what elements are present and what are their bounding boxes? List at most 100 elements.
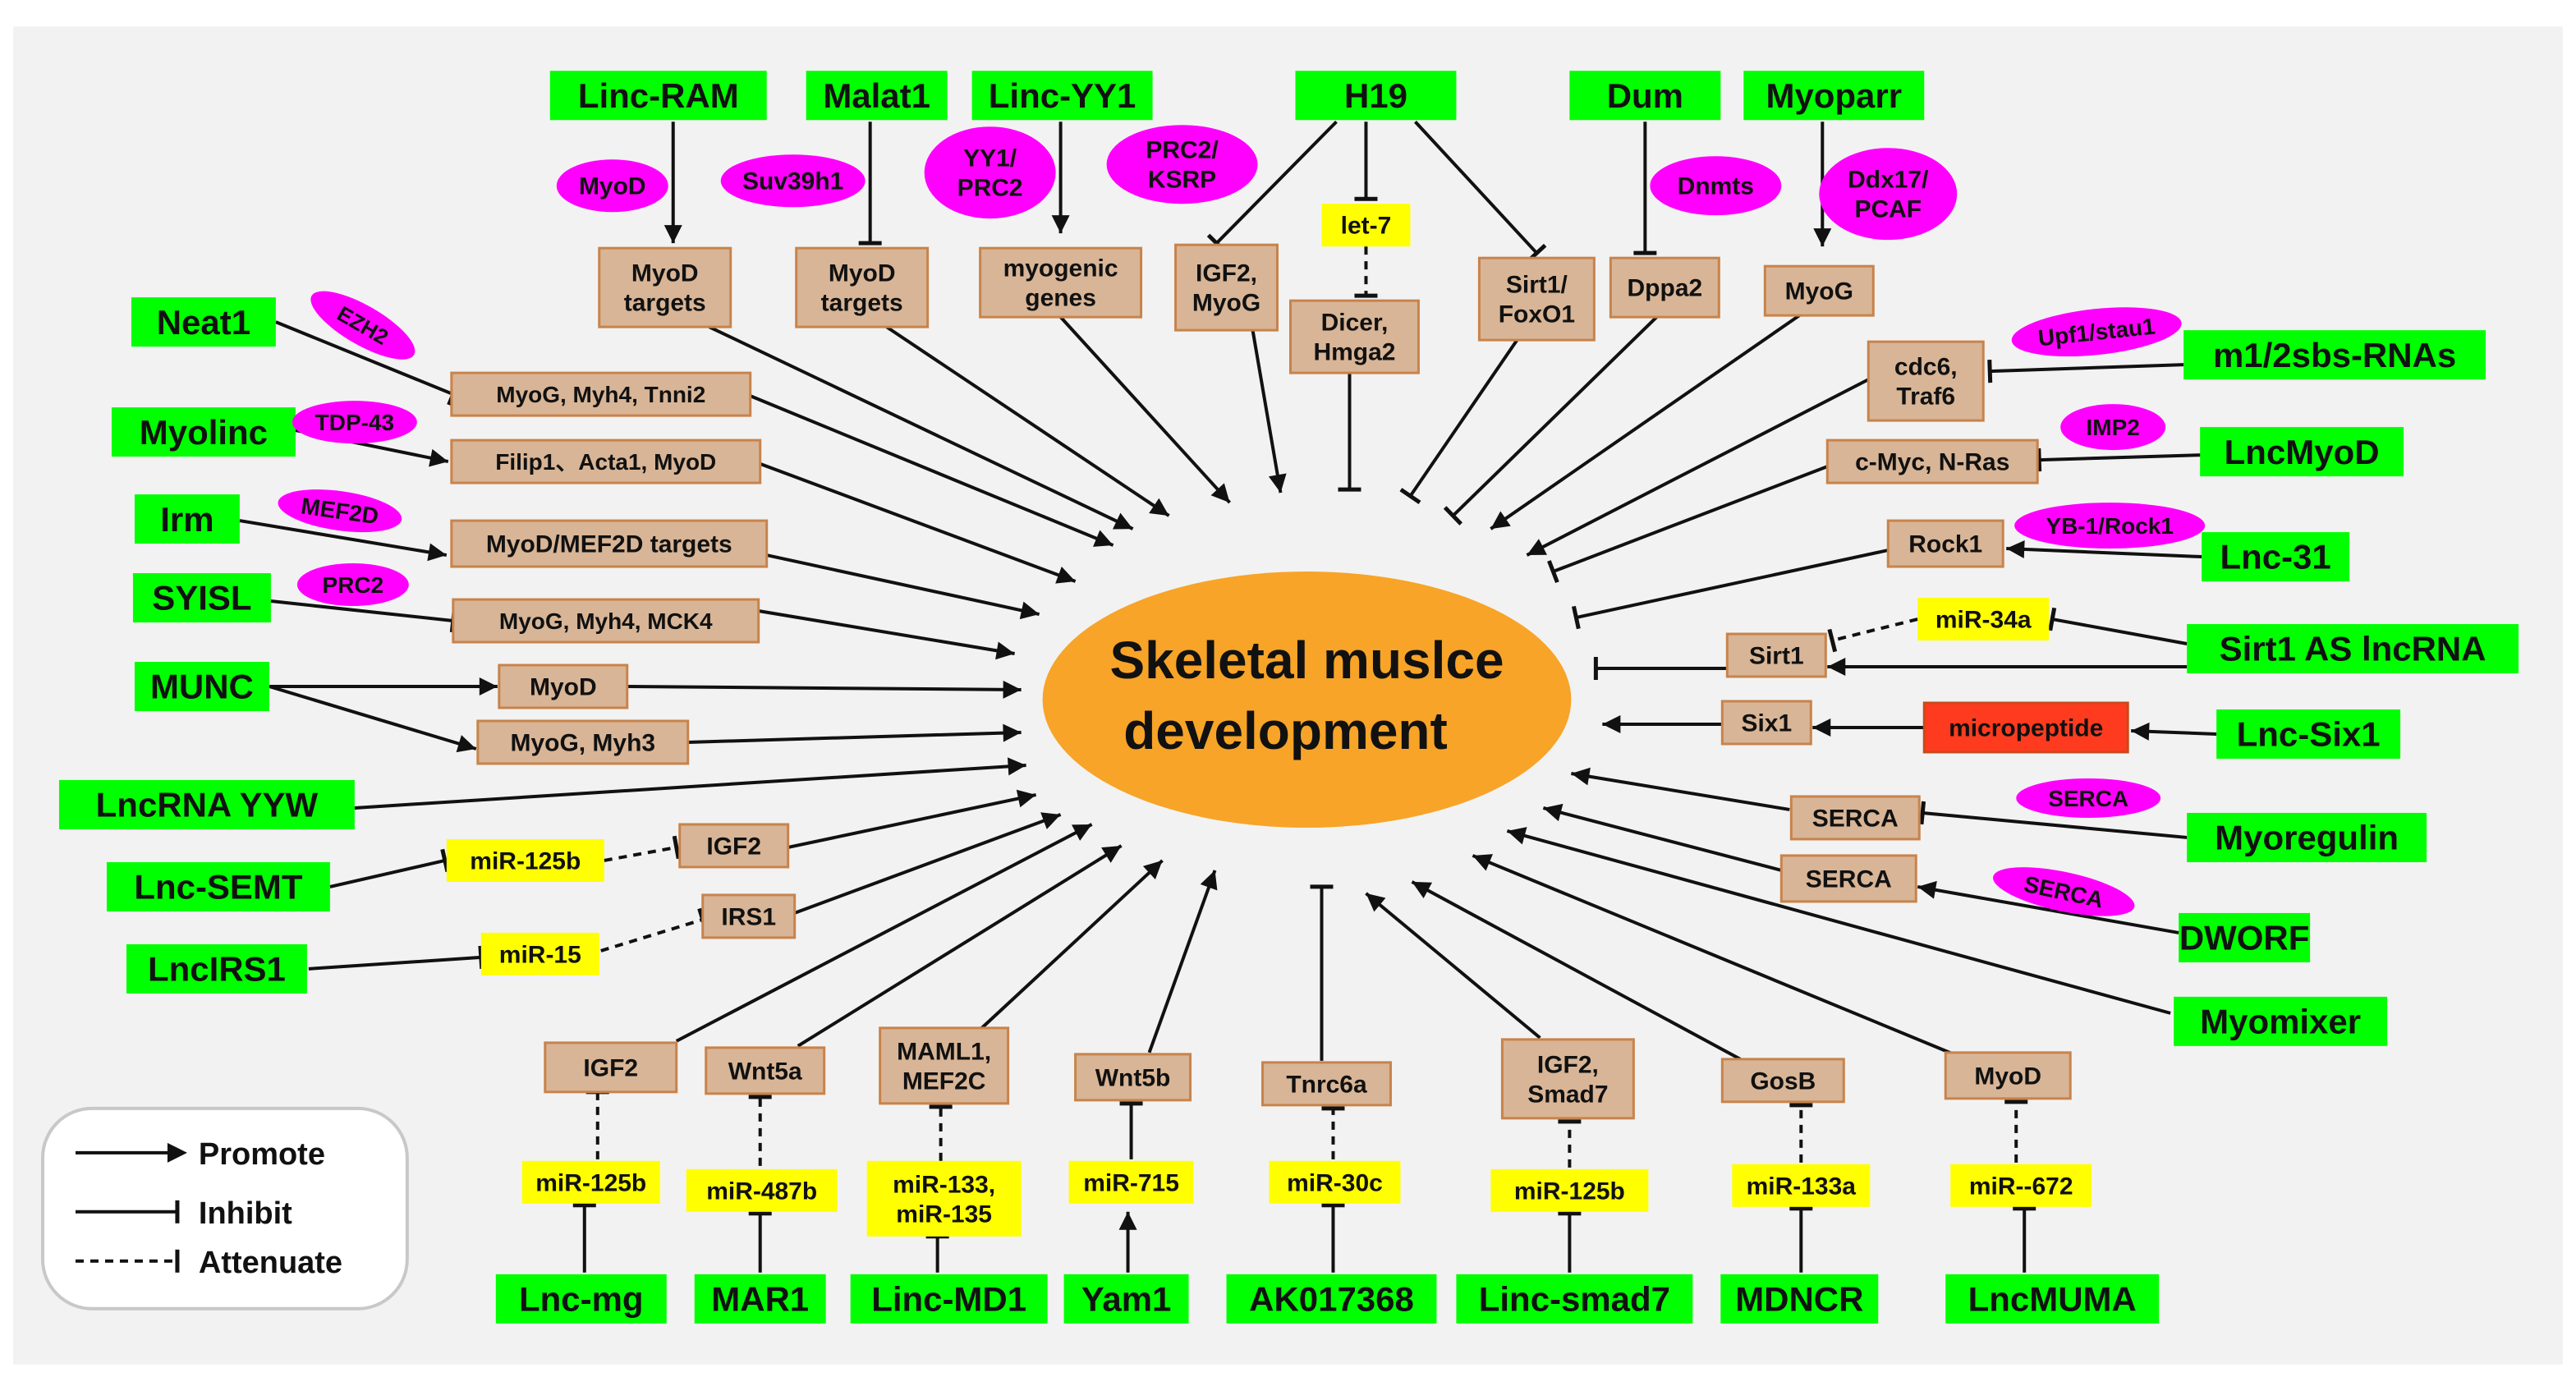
edge-neat1-target-line: [275, 320, 454, 396]
edge-syisl-center: [758, 609, 1015, 660]
target-myod_muma: MyoD: [1944, 1051, 2072, 1100]
mirna-125b_mg: miR-125b: [521, 1160, 660, 1204]
lncrna-myomixer-label: Myomixer: [2200, 1003, 2361, 1041]
edge-irs1-center-arrowhead: [1040, 812, 1061, 829]
lncrna-lincmd1-label: Linc-MD1: [871, 1279, 1026, 1318]
protein-imp2-shape: [2060, 404, 2166, 451]
edge-myolinc-center-line: [758, 461, 1077, 583]
edge-malat1-center-line: [885, 325, 1170, 517]
lncrna-lncmg: Lnc-mg: [495, 1274, 667, 1324]
protein-ddx17-shape: [1819, 148, 1958, 241]
edge-myoregulin-serca-bar: [1919, 801, 1926, 825]
protein-prc2ksrp-line-2: KSRP: [1148, 167, 1216, 194]
target-myod_muma-box: [1944, 1051, 2072, 1100]
target-gosb-box: [1720, 1058, 1845, 1104]
edge-dppa2-center-bar: [1443, 506, 1462, 526]
target-igf2_mg-label: IGF2: [583, 1054, 638, 1081]
protein-ddx17-line-2: PCAF: [1854, 196, 1922, 223]
lncrna-lncsemt: Lnc-SEMT: [106, 861, 330, 911]
mirna-487b-label: miR-487b: [706, 1178, 817, 1205]
protein-mef2d-shape: [278, 489, 402, 533]
edge-mir487b-wnt5a: [748, 1095, 772, 1166]
lncrna-lincram: Linc-RAM: [549, 71, 767, 121]
edge-lincyy1-center-arrowhead: [1210, 483, 1230, 503]
edge-lnc31-rock1-line: [2006, 547, 2202, 559]
edge-munc-myog-line: [269, 685, 477, 751]
edge-lincyy1-center-line: [1059, 315, 1232, 504]
protein-yy1prc2-line-2: PRC2: [957, 175, 1023, 202]
lncrna-m12sbs-box: [2183, 330, 2486, 380]
lncrna-myoparr-box: [1743, 71, 1925, 121]
mirna-125b_semt-box: [446, 838, 604, 882]
edge-sirt1as-mir34a: [2048, 607, 2188, 645]
edge-igf2smad7-center: [1365, 892, 1541, 1040]
edge-serca1-center-arrowhead: [1571, 767, 1591, 786]
edge-dum-dppa2: [1633, 122, 1657, 255]
edge-lncirs1-mir15-line: [308, 955, 481, 971]
center-title-line-2: development: [1123, 701, 1448, 760]
edge-sirt1-center-line: [1408, 339, 1519, 498]
target-wnt5b-label: Wnt5b: [1095, 1064, 1171, 1091]
mirna-let7-box: [1321, 204, 1411, 247]
legend-item-attenuate: Attenuate: [75, 1246, 342, 1280]
edge-wnt5a-center: [797, 844, 1123, 1048]
edge-mar1-mir487b: [748, 1211, 772, 1273]
lncrna-myoregulin: Myoregulin: [2187, 812, 2427, 862]
target-serca2: SERCA: [1779, 854, 1917, 903]
edge-yam1-mir715: [1118, 1211, 1137, 1273]
mirna-let7: let-7: [1321, 204, 1411, 247]
protein-prc2ksrp-shape: [1106, 125, 1258, 204]
target-myolinc: Filip1、Acta1, MyoD: [450, 438, 762, 484]
protein-dnmts: Dnmts: [1650, 156, 1782, 216]
target-rock1: Rock1: [1886, 519, 2004, 568]
target-gosb-label: GosB: [1750, 1067, 1816, 1095]
lncrna-lincsmad7-label: Linc-smad7: [1479, 1279, 1670, 1318]
legend-item-promote: Promote: [75, 1137, 325, 1172]
edge-cmyc-center-bar: [1547, 560, 1559, 584]
edge-igf2smad7-center-line: [1365, 892, 1541, 1040]
edge-serca1-center: [1571, 767, 1790, 811]
lncrna-dum: Dum: [1569, 71, 1721, 121]
lncrna-mar1-label: MAR1: [711, 1279, 809, 1318]
target-six1-label: Six1: [1741, 709, 1792, 737]
target-maml1-line-1: MAML1,: [897, 1038, 991, 1065]
lncrna-syisl: SYISL: [132, 573, 271, 623]
lncrna-myomixer-box: [2174, 996, 2388, 1046]
lncrna-irm: Irm: [134, 494, 240, 544]
lncrna-myoparr: Myoparr: [1743, 71, 1925, 121]
edge-serca2-center-line: [1542, 806, 1782, 872]
protein-mef2d: MEF2D: [278, 489, 402, 533]
lncrna-lnc31-label: Lnc-31: [2220, 538, 2330, 576]
lncrna-ak017368-label: AK017368: [1249, 1279, 1414, 1318]
target-irm-box: [450, 519, 769, 568]
lncrna-lncirs1-label: LncIRS1: [148, 950, 286, 989]
mirna-125b_mg-label: miR-125b: [535, 1169, 646, 1196]
edge-gosb-center: [1411, 880, 1742, 1061]
edge-micropeptide-six1: [1812, 718, 1925, 737]
edge-irm-center-arrowhead: [1019, 601, 1040, 620]
target-neat1: MyoG, Myh4, Tnni2: [450, 371, 752, 417]
lncrna-neat1: Neat1: [131, 297, 276, 347]
edge-igf2-center-bottom-line: [675, 823, 1093, 1043]
protein-yb1-shape: [2014, 503, 2206, 549]
edge-wnt5a-center-line: [797, 844, 1123, 1048]
target-maml1-box: [879, 1026, 1010, 1105]
edge-malat1-target: [858, 122, 882, 246]
edge-wnt5b-center-line: [1147, 870, 1217, 1054]
target-cdc6-line-1: cdc6,: [1894, 354, 1958, 381]
edge-lncrnayyw-center: [354, 757, 1026, 810]
target-lincyy1-line-2: genes: [1025, 285, 1096, 312]
protein-suv39h1: Suv39h1: [720, 154, 866, 208]
center-title-line-1: Skeletal muslce: [1109, 631, 1504, 690]
edge-igf2smad7-center-arrowhead: [1366, 893, 1386, 912]
edge-cdc6-center: [1526, 376, 1873, 557]
lncrna-irm-box: [134, 494, 240, 544]
target-munc1: MyoD: [498, 663, 629, 709]
legend-symbol-inhibit: [75, 1200, 180, 1223]
mirna-let7-label: let-7: [1341, 213, 1392, 240]
edge-myomixer-center: [1506, 827, 2171, 1015]
lncrna-yam1-label: Yam1: [1081, 1279, 1172, 1318]
target-malat1-box: [795, 246, 930, 328]
protein-serca2-shape: [1993, 867, 2135, 916]
